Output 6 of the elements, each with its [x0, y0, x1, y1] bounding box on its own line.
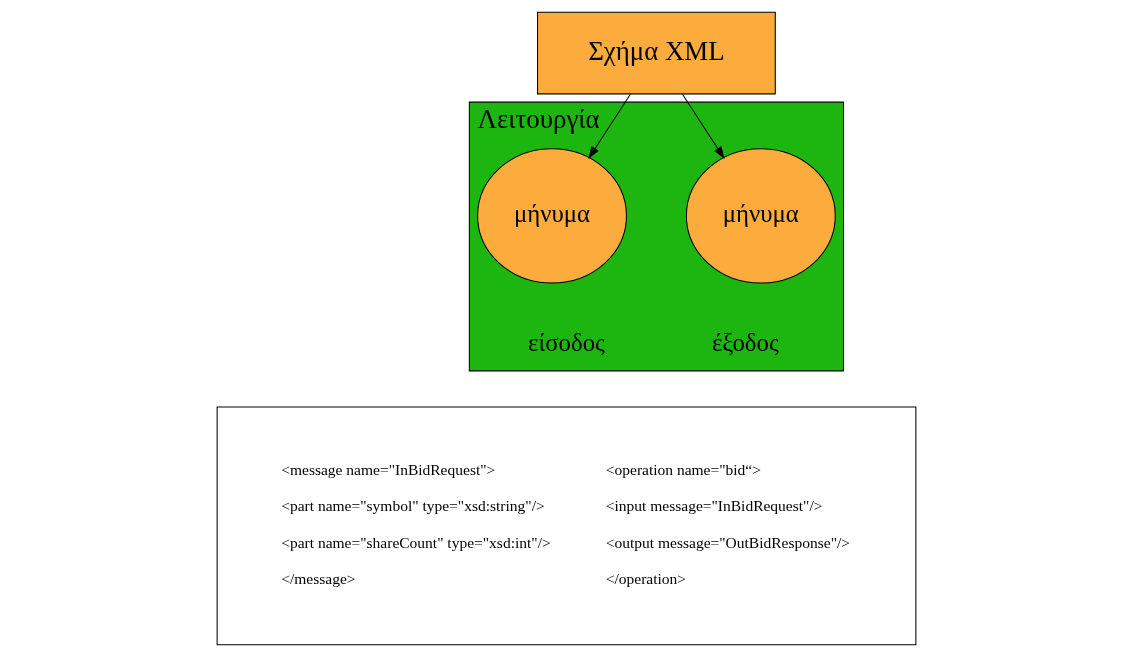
node-box: <message name="InBidRequest"> <part name="symbol" type="xsd:string"/> <part name="shareCount" type="xsd:int"/> </message> <operation name="bid“> <input message="InBidRequest"/> <output message="OutBidResponse"/> </operation>: [216, 406, 917, 646]
node-label: είσοδος: [528, 329, 605, 357]
node-box: Σχήμα XML: [537, 11, 776, 95]
arrow: [682, 93, 725, 159]
node-label: έξοδος: [711, 329, 779, 357]
arrow: [588, 93, 631, 159]
